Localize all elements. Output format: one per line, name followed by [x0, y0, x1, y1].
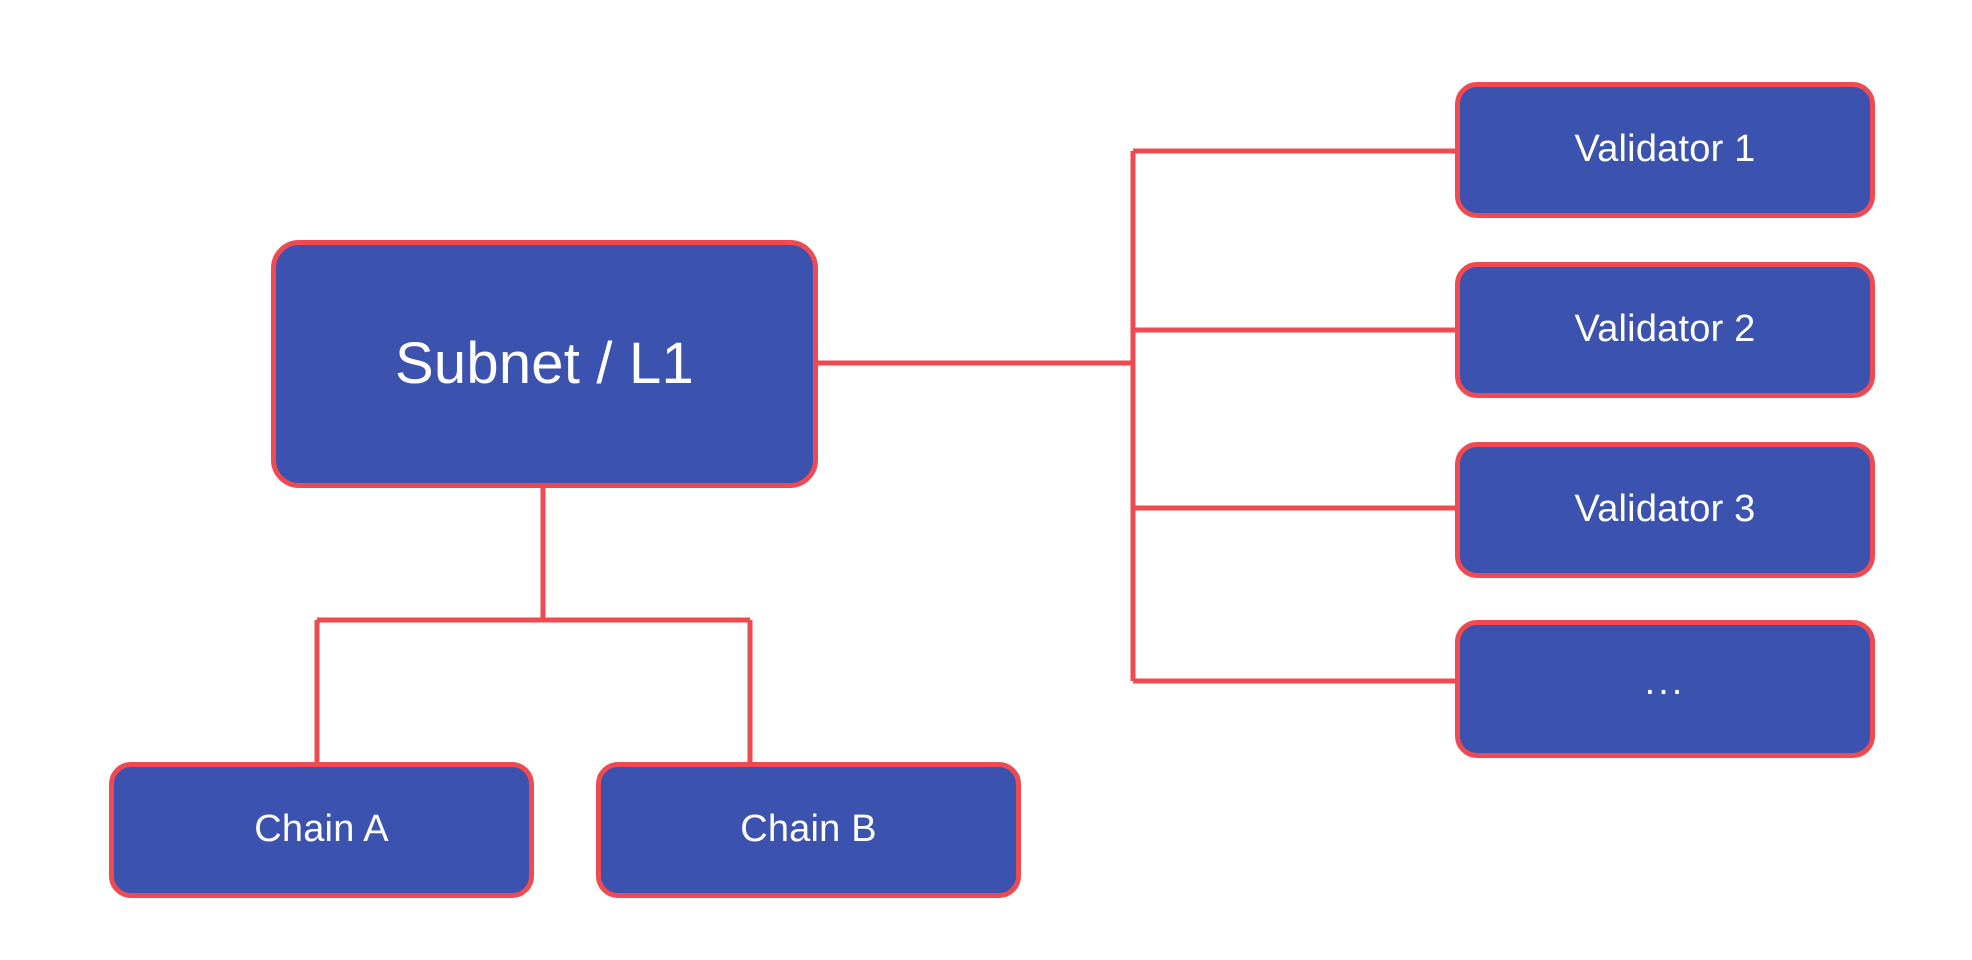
node-chain-a-label: Chain A: [254, 808, 389, 851]
node-subnet-l1[interactable]: Subnet / L1: [271, 240, 818, 488]
node-validator-3-label: Validator 3: [1574, 488, 1756, 531]
node-validator-ellipsis-label: ...: [1644, 661, 1686, 704]
node-chain-b[interactable]: Chain B: [596, 762, 1021, 898]
node-validator-3[interactable]: Validator 3: [1455, 442, 1875, 578]
node-validator-2[interactable]: Validator 2: [1455, 262, 1875, 398]
node-subnet-l1-label: Subnet / L1: [395, 331, 694, 397]
node-validator-1-label: Validator 1: [1574, 128, 1756, 171]
node-chain-b-label: Chain B: [740, 808, 877, 851]
node-validator-2-label: Validator 2: [1574, 308, 1756, 351]
node-chain-a[interactable]: Chain A: [109, 762, 534, 898]
node-validator-ellipsis[interactable]: ...: [1455, 620, 1875, 758]
node-validator-1[interactable]: Validator 1: [1455, 82, 1875, 218]
